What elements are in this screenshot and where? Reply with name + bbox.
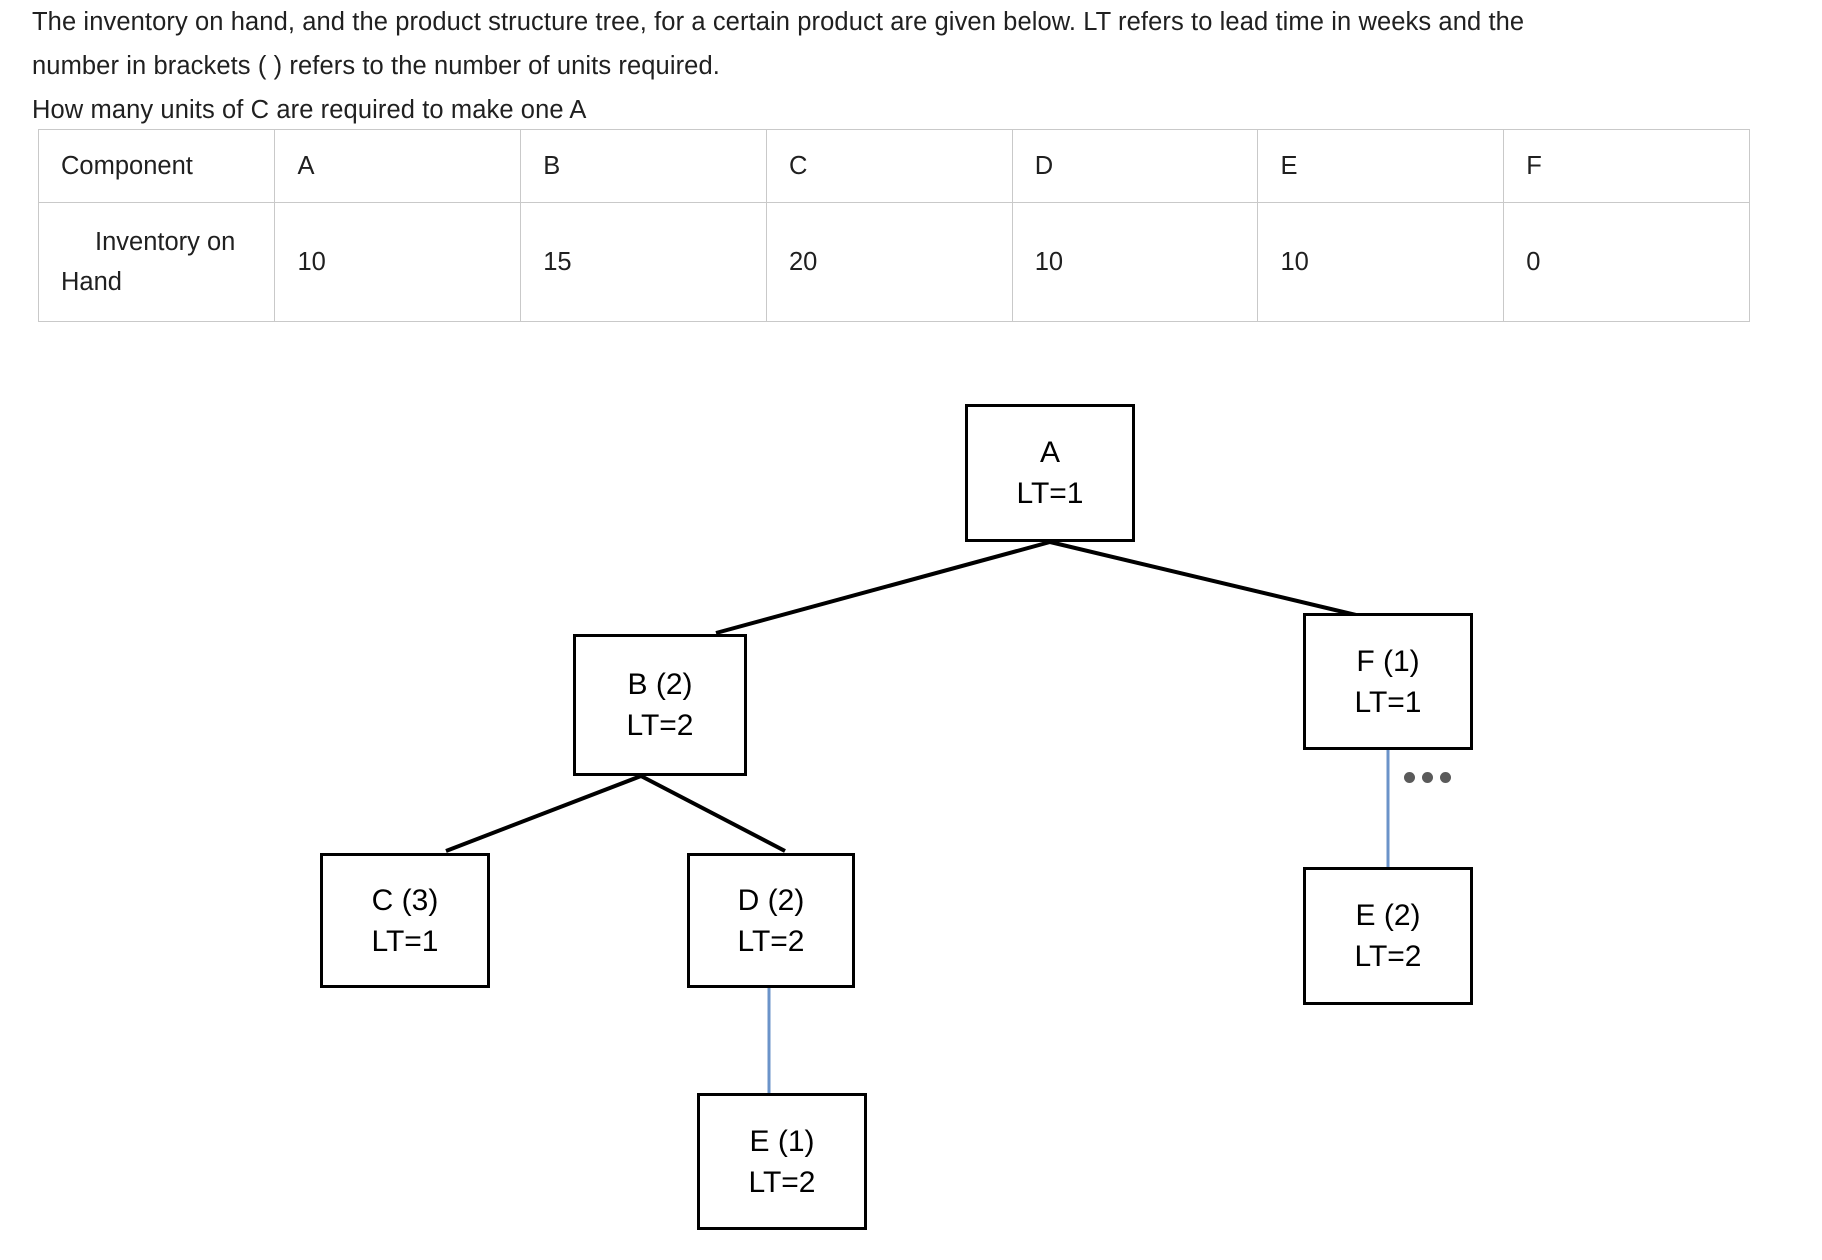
inventory-value-d: 10 [1011, 202, 1259, 322]
tree-node-b[interactable]: B (2) LT=2 [573, 634, 747, 776]
tree-edge-b-to-d [640, 774, 786, 853]
tree-node-d-leadtime: LT=2 [737, 924, 805, 958]
tree-node-f[interactable]: F (1) LT=1 [1303, 613, 1473, 750]
ellipsis-dot-3 [1440, 772, 1451, 783]
table-header-b: B [520, 129, 767, 203]
table-header-row: Component A B C D E F [37, 129, 1750, 203]
tree-node-a-leadtime: LT=1 [1016, 477, 1084, 510]
table-header-d: D [1011, 129, 1259, 203]
ellipsis-dot-2 [1422, 772, 1433, 783]
tree-node-d-label: D (2) [737, 883, 805, 917]
tree-node-b-label: B (2) [627, 668, 693, 701]
table-header-a: A [274, 129, 522, 203]
tree-edge-a-to-b [715, 540, 1051, 635]
table-rowlabel-inventory-on-hand: Inventory on Hand [37, 202, 276, 322]
tree-node-f-label: F (1) [1356, 644, 1420, 678]
tree-node-e1-leadtime: LT=2 [748, 1165, 816, 1199]
prompt-line-1: The inventory on hand, and the product s… [32, 8, 1525, 36]
tree-node-a[interactable]: A LT=1 [965, 404, 1135, 542]
ellipsis-dot-1 [1404, 772, 1415, 783]
inventory-value-c: 20 [765, 202, 1013, 322]
inventory-label-line1: Inventory on [95, 228, 236, 256]
tree-edge-b-to-c [445, 774, 642, 853]
tree-node-e2[interactable]: E (2) LT=2 [1303, 867, 1473, 1005]
prompt-line-3: How many units of C are required to make… [32, 96, 587, 124]
table-row: Inventory on Hand 10 15 20 10 10 0 [37, 202, 1750, 322]
tree-edge-a-to-f [1049, 540, 1357, 617]
tree-node-e2-label: E (2) [1355, 899, 1421, 932]
tree-node-a-label: A [1039, 436, 1060, 469]
inventory-value-f: 0 [1503, 202, 1750, 322]
product-structure-tree: A LT=1 B (2) LT=2 F (1) LT=1 C (3) LT=1 D (2) LT=… [0, 330, 1822, 1260]
tree-node-c-label: C (3) [371, 883, 439, 917]
inventory-value-b: 15 [520, 202, 767, 322]
tree-node-c-leadtime: LT=1 [371, 924, 439, 958]
tree-node-c[interactable]: C (3) LT=1 [320, 853, 490, 988]
inventory-label-line2: Hand [61, 268, 122, 296]
tree-node-d[interactable]: D (2) LT=2 [687, 853, 855, 988]
table-header-e: E [1257, 129, 1505, 203]
table-header-f: F [1503, 129, 1750, 203]
table-header-component: Component [37, 129, 276, 203]
tree-connector-lines [445, 540, 1390, 1094]
tree-node-e1[interactable]: E (1) LT=2 [697, 1093, 867, 1230]
tree-node-e1-label: E (1) [749, 1124, 815, 1158]
ellipsis-icon[interactable] [1404, 772, 1451, 783]
inventory-value-a: 10 [274, 202, 522, 322]
tree-node-e2-leadtime: LT=2 [1354, 940, 1422, 973]
inventory-on-hand-table: Component A B C D E F Inventory on Hand … [37, 129, 1750, 322]
tree-node-b-leadtime: LT=2 [626, 709, 694, 742]
prompt-line-2: number in brackets ( ) refers to the num… [32, 52, 720, 80]
question-prompt: The inventory on hand, and the product s… [32, 0, 1792, 132]
table-header-c: C [765, 129, 1013, 203]
tree-node-f-leadtime: LT=1 [1354, 685, 1422, 719]
inventory-value-e: 10 [1257, 202, 1505, 322]
